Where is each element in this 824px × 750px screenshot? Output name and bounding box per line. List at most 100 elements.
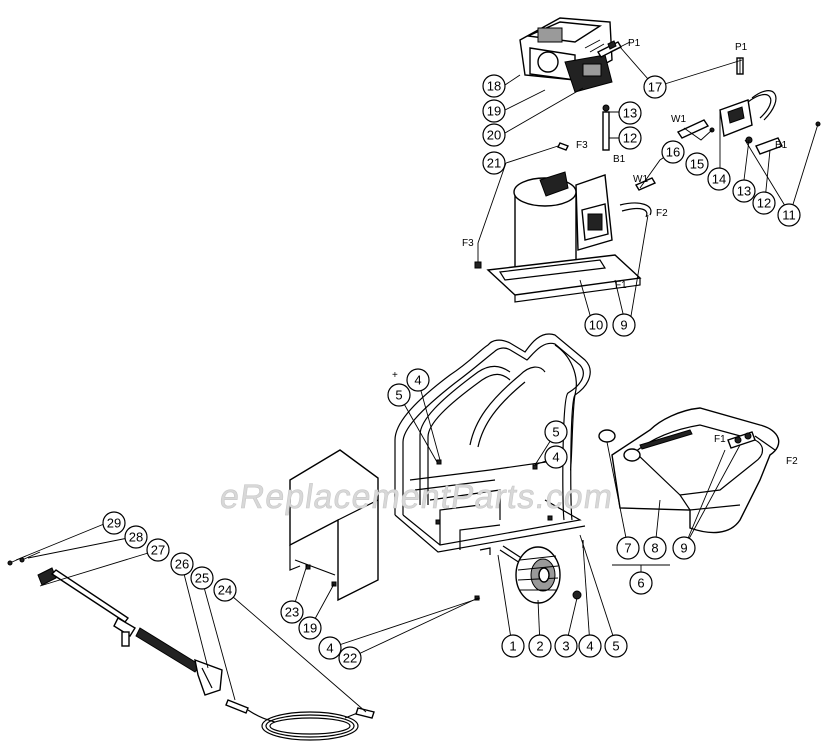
part-bubble: 11 (777, 203, 801, 227)
part-bubble: 14 (707, 167, 731, 191)
svg-text:26: 26 (175, 557, 189, 572)
svg-text:5: 5 (552, 425, 559, 440)
svg-text:4: 4 (326, 641, 333, 656)
part-bubble: 18 (482, 74, 506, 98)
svg-text:9: 9 (680, 541, 687, 556)
part-bubble: 12 (752, 191, 776, 215)
part-bubble: 15 (685, 152, 709, 176)
svg-text:5: 5 (395, 388, 402, 403)
svg-text:19: 19 (487, 104, 501, 119)
svg-text:7: 7 (624, 541, 631, 556)
callout-f1-heater: F1 (615, 280, 627, 291)
svg-text:27: 27 (151, 543, 165, 558)
svg-text:2: 2 (536, 639, 543, 654)
part-bubble: 16 (661, 140, 685, 164)
part-bubble: 22 (338, 646, 362, 670)
engine-assembly (519, 17, 613, 93)
callout-w1-lower: W1 (633, 174, 648, 185)
burner-fitting-f2 (619, 202, 652, 218)
svg-text:10: 10 (589, 318, 603, 333)
svg-text:11: 11 (782, 208, 796, 223)
axle (499, 545, 524, 564)
part-bubble: 4 (578, 634, 602, 658)
spray-wand (37, 567, 136, 647)
shroud-cover-panel (289, 449, 379, 602)
bolt-f3 (474, 243, 482, 269)
part-bubble: 4 (406, 368, 430, 392)
heater-frame-base (486, 254, 642, 303)
bypass-hose-b1-right (755, 137, 783, 155)
fuel-tank (611, 407, 780, 534)
part-bubble: 9 (672, 536, 696, 560)
svg-text:4: 4 (586, 639, 593, 654)
wheel-tire (515, 546, 561, 604)
part-bubble: 4 (544, 445, 568, 469)
unloader-valve (719, 57, 777, 137)
svg-text:23: 23 (285, 605, 299, 620)
part-bubble: 13 (618, 101, 642, 125)
svg-text:3: 3 (562, 639, 569, 654)
svg-text:29: 29 (107, 516, 121, 531)
callout-b1-tube: B1 (613, 154, 626, 165)
part-bubble: 29 (102, 511, 126, 535)
svg-text:4: 4 (552, 450, 559, 465)
part-bubble: 19 (298, 616, 322, 640)
svg-text:17: 17 (648, 80, 662, 95)
callout-f2-tank: F2 (786, 456, 798, 467)
callout-labels: P1 P1 B1 B1 W1 W1 F1 F1 F2 F2 F3 F3 + (392, 38, 798, 467)
svg-text:4: 4 (414, 373, 421, 388)
panel-bolts (305, 564, 480, 601)
part-bubble: 5 (387, 383, 411, 407)
svg-text:25: 25 (195, 571, 209, 586)
part-bubble: 6 (629, 571, 653, 595)
nozzle-tips (7, 551, 41, 566)
svg-text:9: 9 (620, 318, 627, 333)
svg-text:19: 19 (303, 621, 317, 636)
svg-text:6: 6 (637, 576, 644, 591)
part-bubble: 23 (280, 600, 304, 624)
frame-roll-cage (394, 333, 591, 555)
part-bubble: 21 (482, 151, 506, 175)
svg-text:18: 18 (487, 79, 501, 94)
part-bubble: 8 (643, 536, 667, 560)
callout-p1-valve: P1 (735, 42, 748, 53)
callout-f2-heater: F2 (656, 208, 668, 219)
part-bubble: 2 (528, 634, 552, 658)
svg-text:16: 16 (666, 145, 680, 160)
part-bubble: 27 (146, 538, 170, 562)
watermark: eReplacementParts.com (217, 478, 615, 516)
trigger-gun (135, 627, 223, 696)
part-bubble: 26 (170, 552, 194, 576)
bypass-tube-b1 (602, 111, 610, 151)
part-bubble: 17 (643, 75, 667, 99)
part-bubble: 12 (618, 126, 642, 150)
svg-text:5: 5 (612, 639, 619, 654)
fuel-cap (598, 429, 641, 462)
svg-text:28: 28 (129, 530, 143, 545)
nozzle-w1-upper (676, 119, 710, 139)
svg-text:12: 12 (623, 131, 637, 146)
pump-outlet-fitting (597, 40, 622, 58)
callout-f3-bolt: F3 (576, 140, 588, 151)
part-bubble: 1 (501, 634, 525, 658)
callout-b1-valve: B1 (775, 140, 788, 151)
fuel-fittings (727, 431, 776, 451)
svg-text:14: 14 (712, 172, 726, 187)
callout-f3-base: F3 (462, 238, 474, 249)
callout-w1-upper: W1 (671, 114, 686, 125)
svg-text:1: 1 (509, 639, 516, 654)
callout-plus: + (392, 370, 398, 381)
part-bubble: 5 (544, 420, 568, 444)
high-pressure-hose (225, 699, 375, 741)
svg-text:13: 13 (623, 106, 637, 121)
part-bubble: 19 (482, 99, 506, 123)
part-bubble: 9 (612, 313, 636, 337)
part-bubble: 20 (482, 123, 506, 147)
svg-text:15: 15 (690, 157, 704, 172)
bolt-21 (557, 142, 569, 151)
part-bubble: 7 (616, 536, 640, 560)
svg-text:21: 21 (487, 156, 501, 171)
part-bubble: 10 (584, 313, 608, 337)
svg-text:12: 12 (757, 196, 771, 211)
